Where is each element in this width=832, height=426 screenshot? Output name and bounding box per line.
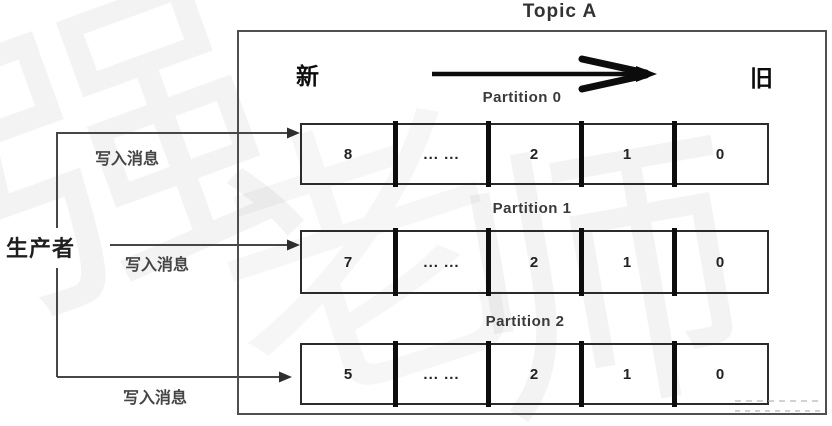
- message-cell: 2: [529, 253, 540, 271]
- message-cell: 0: [715, 253, 726, 271]
- partition-1-label: Partition 1: [492, 200, 572, 217]
- message-cell: 8: [343, 145, 354, 163]
- corner-watermark-artifact: [735, 398, 823, 416]
- cell-divider: [486, 121, 491, 187]
- cell-divider: [486, 228, 491, 296]
- partition-2-row: 5 ... ... 2 1 0: [300, 341, 769, 407]
- old-end-label: 旧: [750, 65, 773, 91]
- message-cell: 1: [622, 145, 633, 163]
- message-cell: 2: [529, 365, 540, 383]
- message-cell: ... ...: [423, 365, 460, 383]
- cell-divider: [672, 121, 677, 187]
- write-message-label-0: 写入消息: [95, 151, 160, 168]
- message-cell: 0: [715, 145, 726, 163]
- message-cell: 1: [622, 253, 633, 271]
- cell-divider: [393, 228, 398, 296]
- cell-divider: [672, 341, 677, 407]
- message-cell: 7: [343, 253, 354, 271]
- topic-box: [237, 30, 827, 415]
- cell-divider: [393, 341, 398, 407]
- message-cell: ... ...: [423, 253, 460, 271]
- write-message-label-2: 写入消息: [123, 390, 188, 407]
- new-end-label: 新: [296, 63, 319, 89]
- message-cell: 2: [529, 145, 540, 163]
- partition-0-label: Partition 0: [482, 89, 562, 106]
- partition-2-label: Partition 2: [485, 313, 565, 330]
- partition-0-row: 8 ... ... 2 1 0: [300, 121, 769, 187]
- cell-divider: [579, 341, 584, 407]
- message-cell: 0: [715, 365, 726, 383]
- cell-divider: [486, 341, 491, 407]
- cell-divider: [672, 228, 677, 296]
- message-cell: ... ...: [423, 145, 460, 163]
- cell-divider: [393, 121, 398, 187]
- topic-title: Topic A: [522, 1, 598, 22]
- message-cell: 5: [343, 365, 354, 383]
- message-cell: 1: [622, 365, 633, 383]
- partition-1-row: 7 ... ... 2 1 0: [300, 228, 769, 296]
- cell-divider: [579, 121, 584, 187]
- cell-divider: [579, 228, 584, 296]
- write-message-label-1: 写入消息: [125, 257, 190, 274]
- producer-label: 生产者: [6, 236, 76, 261]
